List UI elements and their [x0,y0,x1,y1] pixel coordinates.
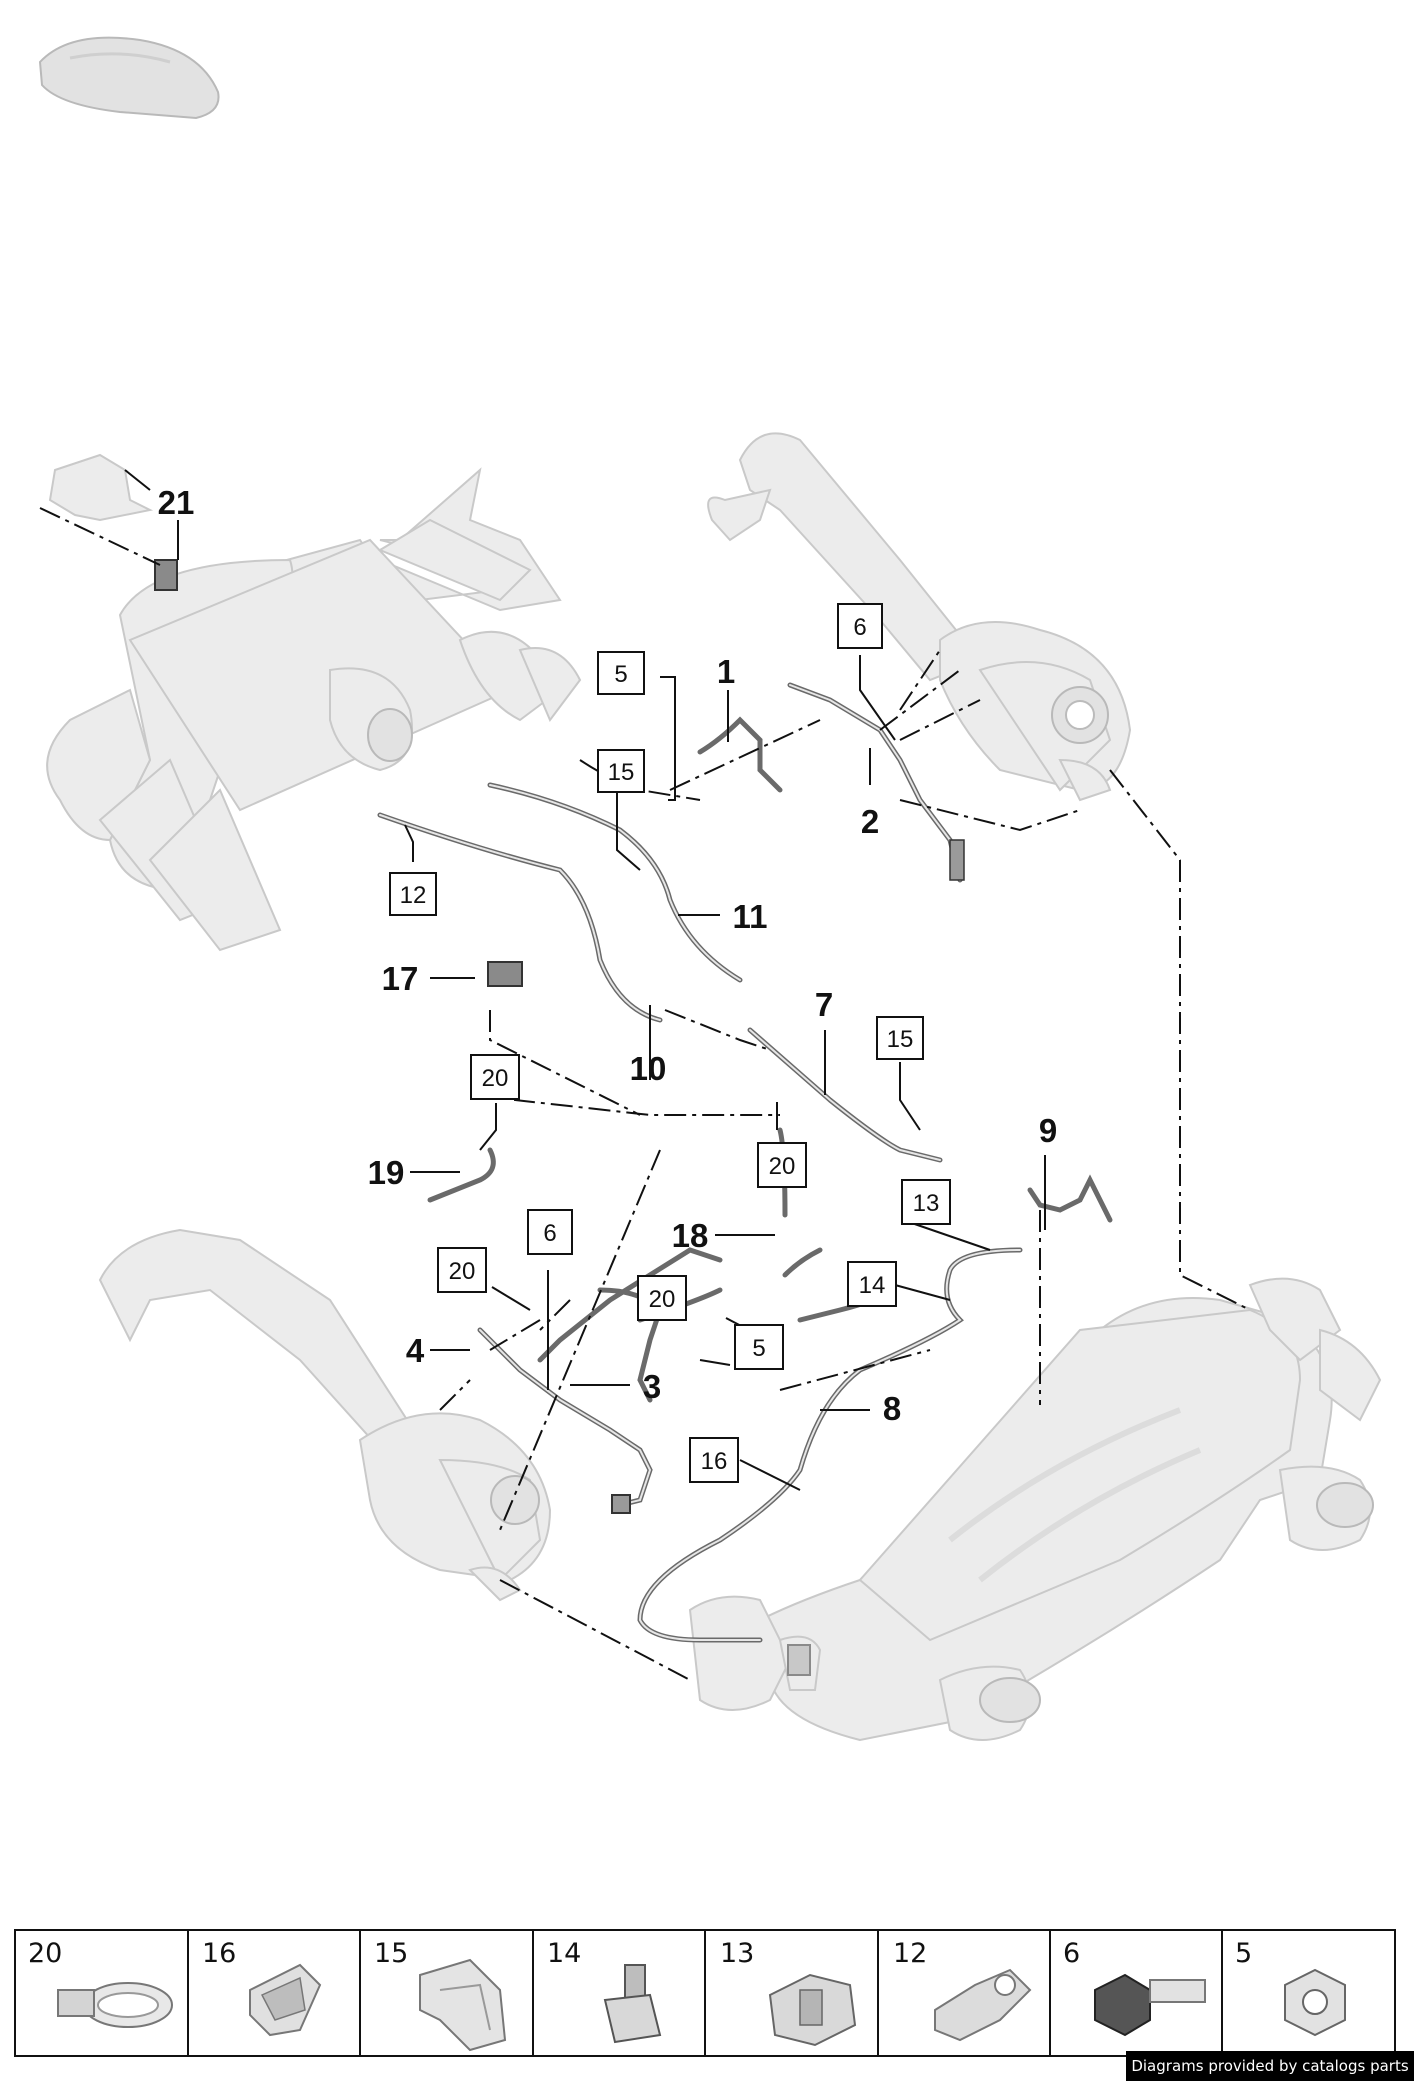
callout-9: 9 [1039,1112,1057,1149]
svg-text:5: 5 [752,1335,765,1362]
callout-17: 17 [382,960,419,997]
boxed-references: 5 6 15 12 15 20 20 13 [389,603,951,1483]
svg-text:14: 14 [859,1272,886,1299]
callout-1: 1 [717,653,735,690]
box-ref-13: 13 [901,1179,951,1225]
box-ref-12: 12 [389,872,437,916]
callout-11: 11 [733,898,768,935]
legend-item-12: 12 [893,1938,1032,2042]
svg-text:14: 14 [547,1938,581,1969]
box-ref-6-lower: 6 [527,1209,573,1255]
nut-icon [1284,1968,1346,2037]
svg-text:12: 12 [893,1938,927,1969]
legend-item-6: 6 [1063,1938,1206,2037]
svg-text:6: 6 [853,614,866,641]
svg-text:20: 20 [649,1286,676,1313]
svg-text:20: 20 [482,1065,509,1092]
svg-text:5: 5 [1235,1938,1252,1969]
bolt-icon [1094,1973,1206,2037]
svg-text:20: 20 [769,1153,796,1180]
callout-19: 19 [368,1154,405,1191]
box-ref-5-top: 5 [597,651,645,695]
box-ref-20-lower-mid: 20 [637,1275,687,1321]
retainer-icon [768,1973,857,2047]
box-ref-16: 16 [689,1437,739,1483]
turbocharger-right [707,432,1132,802]
svg-text:6: 6 [543,1220,556,1247]
pressure-sensor-bracket [48,453,178,591]
hose-clamp-icon [57,1982,173,2028]
svg-text:5: 5 [614,661,627,688]
legend-item-5: 5 [1235,1938,1346,2037]
svg-text:20: 20 [28,1938,62,1969]
callout-numbers: 1 2 3 4 7 8 9 10 11 17 18 19 21 [158,484,1058,1427]
svg-text:13: 13 [913,1190,940,1217]
box-ref-14: 14 [847,1261,897,1307]
bracket-clip-icon [419,1958,507,2052]
callout-18: 18 [672,1217,709,1254]
legend-item-13: 13 [720,1938,857,2047]
callout-3: 3 [643,1368,661,1405]
legend-item-15: 15 [374,1938,507,2052]
box-ref-15-top: 15 [597,749,645,793]
legend-strip: 20 16 15 14 [14,1929,1396,2057]
svg-text:15: 15 [887,1026,914,1053]
legend-item-14: 14 [547,1938,662,2044]
catalytic-converter-left [98,1228,552,1602]
box-ref-5-lower: 5 [734,1324,784,1370]
callout-2: 2 [861,803,879,840]
footer-credit: Diagrams provided by catalogs parts [1126,2051,1414,2081]
intake-manifold [46,467,582,952]
callout-10: 10 [630,1050,667,1087]
leader-lines [177,520,1046,1411]
svg-text:20: 20 [449,1258,476,1285]
box-ref-20-right: 20 [757,1142,807,1188]
vacuum-lines [377,682,1113,1643]
callout-8: 8 [883,1390,901,1427]
svg-text:15: 15 [608,759,635,786]
assembly-lines [439,649,1251,1681]
svg-text:6: 6 [1063,1938,1080,1969]
callout-4: 4 [406,1332,425,1369]
double-clip-icon [934,1968,1032,2042]
box-ref-15-mid: 15 [876,1016,924,1060]
svg-text:15: 15 [374,1938,408,1969]
svg-text:16: 16 [701,1448,728,1475]
callout-21: 21 [158,484,195,521]
box-ref-6-top: 6 [837,603,883,649]
legend-item-16: 16 [202,1938,322,2037]
svg-text:12: 12 [400,882,427,909]
svg-text:Diagrams provided by catalogs: Diagrams provided by catalogs parts [1131,2057,1408,2075]
box-ref-20-lower-left: 20 [437,1247,487,1293]
legend-item-20: 20 [28,1938,173,2028]
vehicle-thumbnail [38,36,220,120]
holder-icon [603,1964,662,2044]
rear-muffler [688,1277,1382,1742]
svg-text:13: 13 [720,1938,754,1969]
callout-7: 7 [815,986,833,1023]
clip-icon [249,1963,322,2037]
svg-text:16: 16 [202,1938,236,1969]
box-ref-20-upper: 20 [470,1054,520,1100]
